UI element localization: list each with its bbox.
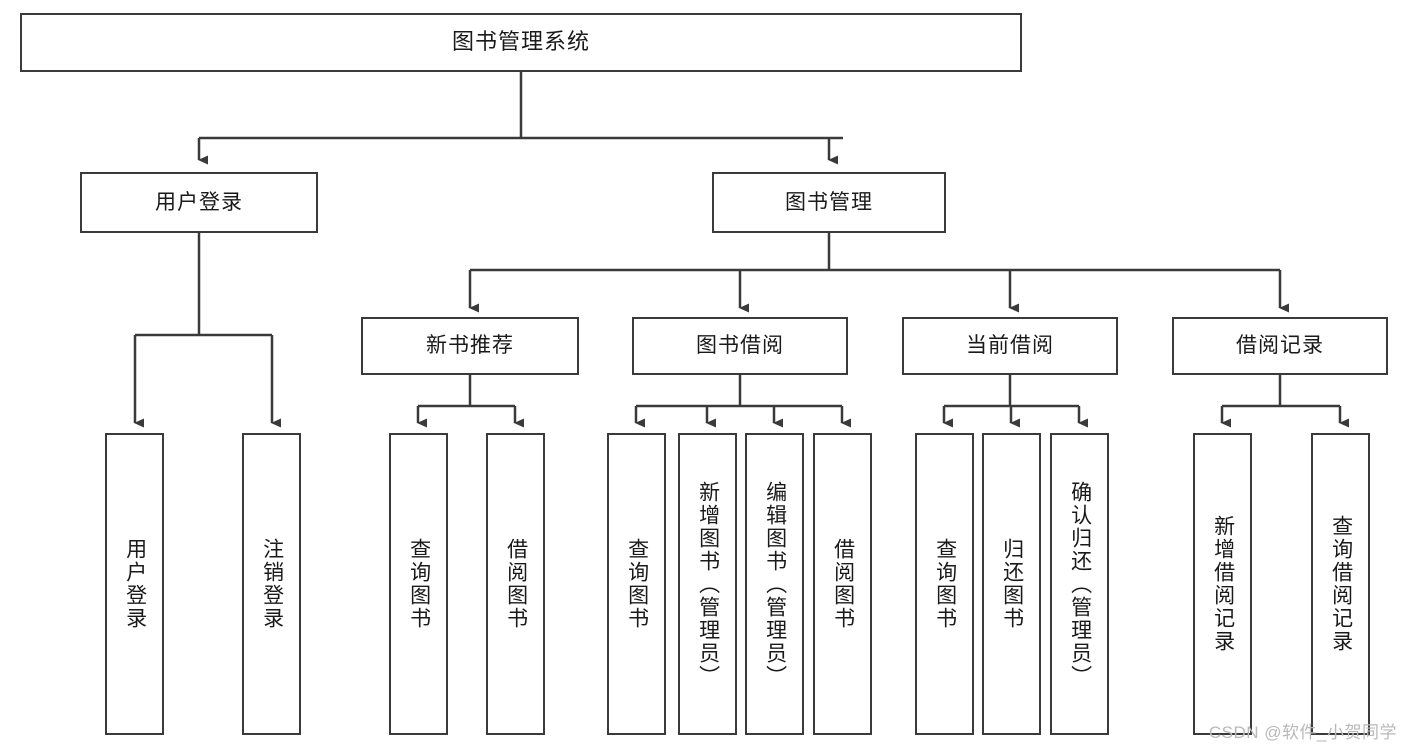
leaf-label: 新增图书（管理员） (696, 480, 720, 688)
leaf-label: 编辑图书（管理员） (763, 480, 787, 688)
leaf-new-book-query[interactable]: 查询图书 (389, 433, 448, 735)
node-new-book-recommend[interactable]: 新书推荐 (361, 317, 579, 375)
leaf-label: 归还图书 (1000, 538, 1024, 630)
leaf-borrow-add-book[interactable]: 新增图书（管理员） (678, 433, 737, 735)
leaf-current-return[interactable]: 归还图书 (982, 433, 1041, 735)
leaf-label: 查询借阅记录 (1329, 515, 1353, 653)
node-current-borrow[interactable]: 当前借阅 (902, 317, 1118, 375)
leaf-label: 查询图书 (933, 538, 957, 630)
leaf-record-query[interactable]: 查询借阅记录 (1311, 433, 1370, 735)
watermark: CSDN @软件_小贺同学 (1208, 723, 1397, 742)
leaf-new-book-borrow[interactable]: 借阅图书 (486, 433, 545, 735)
leaf-user-login-login[interactable]: 用户登录 (105, 433, 164, 735)
leaf-label: 新增借阅记录 (1211, 515, 1235, 653)
leaf-label: 用户登录 (123, 538, 147, 630)
leaf-label: 确认归还（管理员） (1068, 480, 1092, 688)
leaf-label: 借阅图书 (504, 538, 528, 630)
leaf-user-login-logout[interactable]: 注销登录 (242, 433, 301, 735)
leaf-borrow-query[interactable]: 查询图书 (607, 433, 666, 735)
leaf-label: 注销登录 (260, 538, 284, 630)
node-user-login[interactable]: 用户登录 (80, 172, 318, 233)
leaf-label: 查询图书 (407, 538, 431, 630)
node-book-borrow[interactable]: 图书借阅 (632, 317, 848, 375)
leaf-borrow-borrow-book[interactable]: 借阅图书 (813, 433, 872, 735)
node-book-management[interactable]: 图书管理 (712, 172, 946, 233)
leaf-current-query[interactable]: 查询图书 (915, 433, 974, 735)
leaf-label: 借阅图书 (831, 538, 855, 630)
node-borrow-record[interactable]: 借阅记录 (1172, 317, 1388, 375)
leaf-label: 查询图书 (625, 538, 649, 630)
leaf-borrow-edit-book[interactable]: 编辑图书（管理员） (745, 433, 804, 735)
node-root-system[interactable]: 图书管理系统 (20, 13, 1022, 72)
leaf-current-confirm-return[interactable]: 确认归还（管理员） (1050, 433, 1109, 735)
leaf-record-add[interactable]: 新增借阅记录 (1193, 433, 1252, 735)
